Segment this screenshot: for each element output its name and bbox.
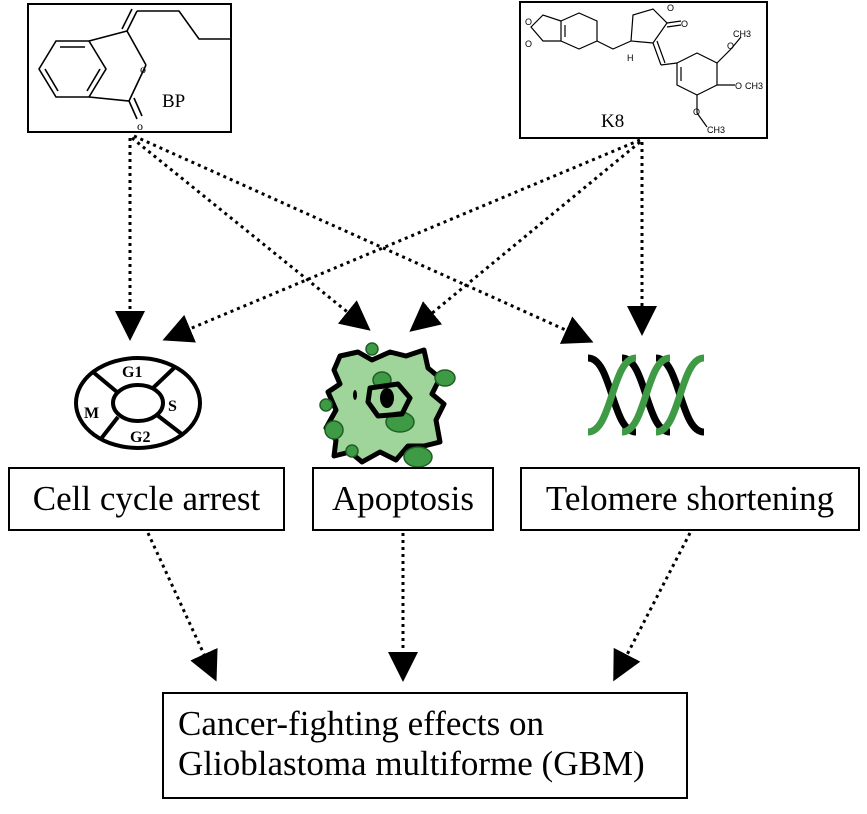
k8-label: K8 — [601, 111, 625, 132]
svg-text:o: o — [137, 119, 143, 133]
phase-m-label: M — [84, 405, 99, 422]
bp-label: BP — [162, 91, 186, 112]
k8-substituent-2: CH3 — [745, 81, 763, 91]
phase-g1-label: G1 — [122, 364, 142, 381]
k8-substituent-1: CH3 — [733, 29, 751, 39]
outcome-box: Cancer-fighting effects on Glioblastoma … — [162, 692, 688, 799]
phase-g2-label: G2 — [130, 429, 150, 446]
bp-structure-box: o o BP — [27, 3, 232, 133]
k8-molecule-drawing: O O O O H O CH3 O CH3 O CH3 — [525, 3, 763, 135]
svg-text:O: O — [735, 81, 742, 91]
outcome-line-2: Glioblastoma multiforme (GBM) — [178, 744, 645, 783]
svg-text:O: O — [693, 107, 700, 117]
outcome-line-1: Cancer-fighting effects on — [178, 704, 545, 743]
svg-text:O: O — [681, 19, 688, 29]
apoptosis-box: Apoptosis — [312, 467, 494, 531]
svg-text:O: O — [525, 17, 532, 27]
svg-text:o: o — [140, 62, 146, 76]
phase-s-label: S — [168, 398, 177, 415]
arrow-bp-to-apoptosis — [131, 136, 371, 331]
k8-structure-box: O O O O H O CH3 O CH3 O CH3 K8 — [519, 1, 768, 139]
cell-cycle-arrest-label: Cell cycle arrest — [32, 479, 261, 518]
arrow-k8-to-cell-cycle — [162, 138, 641, 343]
arrow-telomere-to-outcome — [613, 532, 692, 682]
arrow-bp-to-telomere — [133, 134, 594, 344]
k8-substituent-3: CH3 — [707, 125, 725, 135]
svg-text:O: O — [727, 41, 734, 51]
apoptosis-label: Apoptosis — [332, 479, 474, 518]
k8-stereo-h: H — [627, 53, 634, 63]
svg-text:O: O — [525, 39, 532, 49]
bp-molecule-drawing: o o — [38, 8, 232, 133]
telomere-shortening-label: Telomere shortening — [545, 479, 835, 518]
telomere-shortening-box: Telomere shortening — [520, 467, 860, 531]
arrow-cell-cycle-to-outcome — [146, 532, 218, 682]
svg-text:O: O — [667, 3, 674, 13]
cell-cycle-arrest-box: Cell cycle arrest — [8, 467, 285, 531]
